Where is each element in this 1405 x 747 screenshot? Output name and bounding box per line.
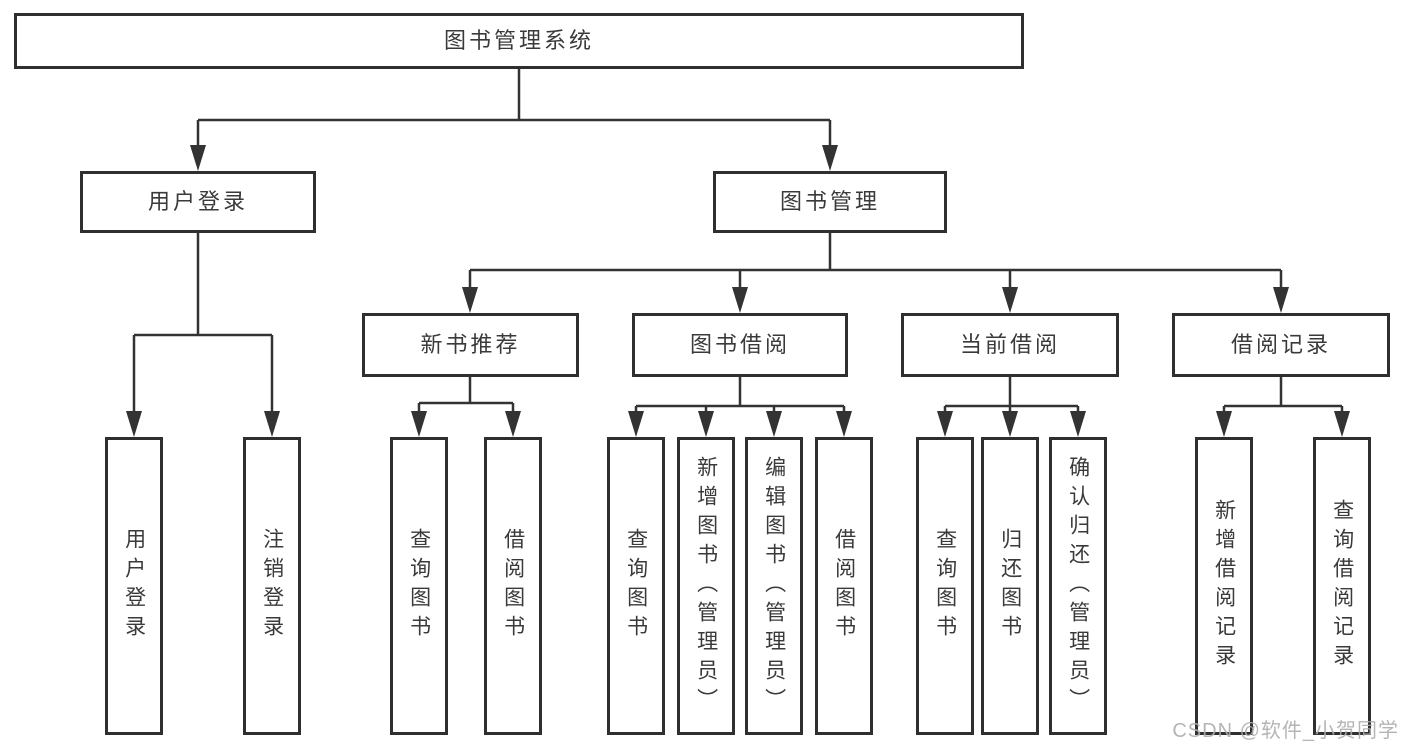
arrowhead [411,411,427,437]
node-book-borrowing: 图书借阅 [632,313,848,377]
arrowhead [1273,287,1289,313]
leaf-user-login: 用户登录 [105,437,163,735]
arrowhead [1070,411,1086,437]
node-root-library-management-system: 图书管理系统 [14,13,1024,69]
arrowhead [836,411,852,437]
node-book-management-branch: 图书管理 [713,171,947,233]
leaf-add-books-admin: 新增图书（管理员） [677,437,735,735]
leaf-confirm-return-admin: 确认归还（管理员） [1049,437,1107,735]
connector-current-borrowing-children [937,377,1086,437]
arrowhead [1002,411,1018,437]
arrowhead [628,411,644,437]
arrowhead [264,411,280,437]
connector-borrowing-records-children [1216,377,1350,437]
connector-new-book-recommend-children [411,377,521,437]
leaf-edit-books-admin: 编辑图书（管理员） [745,437,803,735]
leaf-query-books-current: 查询图书 [916,437,974,735]
arrowhead [462,287,478,313]
leaf-borrow-books-borrowing: 借阅图书 [815,437,873,735]
connector-book-management-children [462,233,1289,313]
arrowhead [822,145,838,171]
leaf-query-borrow-record: 查询借阅记录 [1313,437,1371,735]
connector-book-borrowing-children [628,377,852,437]
node-current-borrowing: 当前借阅 [901,313,1119,377]
arrowhead [1216,411,1232,437]
csdn-watermark: CSDN @软件_小贺同学 [1172,720,1399,742]
node-user-login-branch: 用户登录 [80,171,316,233]
leaf-return-books: 归还图书 [981,437,1039,735]
arrowhead [1002,287,1018,313]
leaf-borrow-books-recommend: 借阅图书 [484,437,542,735]
leaf-query-books-recommend: 查询图书 [390,437,448,735]
leaf-add-borrow-record: 新增借阅记录 [1195,437,1253,735]
arrowhead [126,411,142,437]
arrowhead [505,411,521,437]
node-new-book-recommend: 新书推荐 [362,313,579,377]
leaf-logout: 注销登录 [243,437,301,735]
arrowhead [190,145,206,171]
arrowhead [732,287,748,313]
node-borrowing-records: 借阅记录 [1172,313,1390,377]
arrowhead [766,411,782,437]
arrowhead [937,411,953,437]
leaf-query-books-borrowing: 查询图书 [607,437,665,735]
connector-root-to-level2 [190,69,838,171]
arrowhead [1334,411,1350,437]
arrowhead [698,411,714,437]
connector-user-login-children [126,233,280,437]
